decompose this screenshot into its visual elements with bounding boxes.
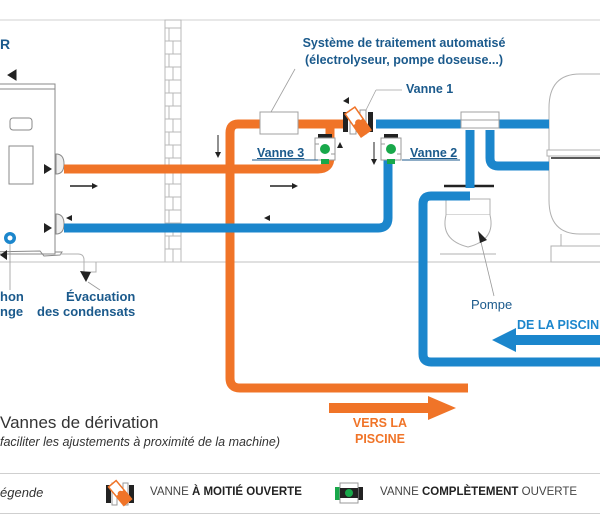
fully-open-valve-icon bbox=[335, 482, 363, 504]
valve-2-fully-open-icon bbox=[380, 134, 402, 164]
treatment-system-label: Système de traitement automatisé (électr… bbox=[284, 35, 524, 69]
from-pool-arrow bbox=[492, 328, 600, 352]
flow-arrows bbox=[0, 69, 377, 282]
legend-fully-open-text: VANNE COMPLÈTEMENT OUVERTE bbox=[380, 486, 577, 498]
to-pool-arrow bbox=[329, 396, 456, 420]
caption-subtitle: faciliter les ajustements à proximité de… bbox=[0, 435, 280, 449]
pipe-connector bbox=[460, 111, 500, 129]
half-open-valve-icon bbox=[106, 479, 134, 507]
from-pool-label: DE LA PISCINE bbox=[517, 318, 600, 332]
caption-title: Vannes de dérivation bbox=[0, 413, 159, 432]
to-pool-label: VERS LA PISCINE bbox=[340, 415, 420, 447]
siphon-line-1: hon bbox=[0, 289, 24, 304]
valve-3-label: Vanne 3 bbox=[257, 146, 305, 160]
treatment-system-box bbox=[259, 111, 299, 135]
siphon-line-2: nge bbox=[0, 304, 24, 319]
pump-label: Pompe bbox=[471, 297, 513, 312]
condensate-drain-label: Évacuation des condensats bbox=[37, 289, 135, 319]
legend: égende VANNE À MOITIÉ OUVERTE VANNE COMP… bbox=[0, 473, 600, 514]
sand-filter bbox=[546, 73, 600, 263]
legend-fully-open-bold: COMPLÈTEMENT bbox=[421, 486, 519, 498]
legend-half-open-prefix: VANNE bbox=[150, 486, 192, 498]
to-pool-line-1: VERS LA bbox=[352, 416, 408, 430]
treatment-line-2: (électrolyseur, pompe doseuse...) bbox=[305, 53, 503, 67]
machine-label-partial: R bbox=[0, 36, 11, 52]
siphon-label: hon nge bbox=[0, 289, 24, 319]
legend-title: égende bbox=[0, 485, 44, 500]
valve-2-label: Vanne 2 bbox=[410, 146, 458, 160]
condensate-line-2: des condensats bbox=[37, 304, 136, 319]
hot-water-pipe bbox=[64, 119, 468, 393]
legend-fully-open-suffix: OUVERTE bbox=[518, 486, 578, 498]
valve-1-label: Vanne 1 bbox=[406, 82, 454, 96]
legend-fully-open-prefix: VANNE bbox=[380, 486, 422, 498]
legend-half-open-bold: À MOITIÉ OUVERTE bbox=[191, 486, 302, 498]
condensate-line-1: Évacuation bbox=[66, 289, 136, 304]
valve-1-half-open-icon bbox=[343, 106, 373, 138]
to-pool-line-2: PISCINE bbox=[354, 432, 405, 446]
legend-half-open-text: VANNE À MOITIÉ OUVERTE bbox=[150, 486, 302, 498]
heat-pump-unit bbox=[0, 83, 97, 273]
valve-3-fully-open-icon bbox=[314, 134, 336, 164]
treatment-line-1: Système de traitement automatisé bbox=[302, 36, 506, 50]
pump-pointer-arrow bbox=[478, 231, 487, 243]
